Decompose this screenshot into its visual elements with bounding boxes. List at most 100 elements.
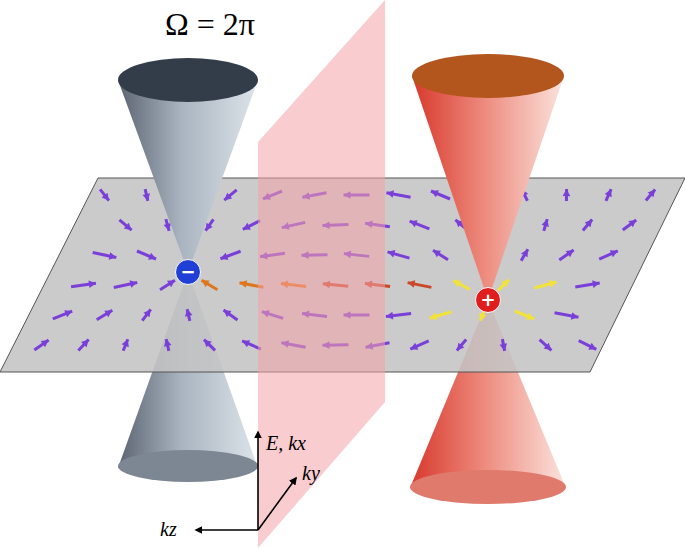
chirality-sign: + (480, 291, 495, 309)
field-arrow (579, 341, 597, 350)
field-arrow (623, 220, 636, 230)
field-arrow (646, 189, 655, 200)
field-arrow (540, 340, 552, 351)
field-arrow (453, 280, 470, 289)
field-arrowhead (204, 340, 212, 348)
field-arrow (34, 340, 48, 350)
field-arrowhead (585, 219, 592, 227)
field-arrow (160, 280, 175, 290)
field-arrowhead (242, 340, 250, 347)
field-arrowhead (81, 340, 89, 348)
field-arrowhead (563, 189, 571, 196)
field-arrow (498, 280, 509, 291)
field-arrow (78, 340, 88, 351)
field-arrowhead (202, 280, 210, 287)
field-arrowhead (224, 193, 232, 200)
field-arrowhead (148, 253, 156, 260)
field-arrow (515, 311, 534, 319)
field-arrow (224, 190, 236, 200)
field-arrowhead (224, 310, 232, 317)
field-arrow (53, 311, 72, 319)
field-arrow (142, 309, 150, 320)
field-arrowhead (453, 280, 461, 287)
field-arrowhead (410, 343, 418, 350)
field-arrowhead (610, 250, 618, 257)
field-arrowhead (243, 223, 251, 230)
field-arrowhead (526, 313, 534, 320)
field-arrowhead (143, 309, 150, 317)
field-arrowhead (164, 339, 171, 347)
field-arrowhead (408, 280, 416, 288)
field-arrowhead (500, 343, 508, 351)
field-arrowhead (566, 250, 574, 257)
field-arrowhead (130, 280, 138, 287)
field-arrowhead (122, 339, 129, 347)
flux-label: Ω = 2π (165, 6, 255, 43)
field-arrowhead (521, 249, 528, 257)
field-arrowhead (479, 313, 486, 321)
field-arrowhead (431, 190, 439, 197)
field-arrow (224, 310, 238, 320)
field-arrowhead (386, 312, 393, 320)
field-arrowhead (64, 310, 72, 317)
upper-cone (118, 80, 258, 272)
cone-top (412, 54, 564, 98)
field-arrowhead (457, 343, 464, 351)
field-arrowhead (41, 340, 49, 347)
field-arrowhead (592, 280, 600, 288)
flux-plane (258, 0, 385, 548)
field-arrow (599, 251, 618, 259)
field-arrowhead (388, 250, 396, 257)
field-arrowhead (588, 343, 596, 350)
axis-label: E, kx (266, 432, 306, 455)
field-arrowhead (124, 223, 132, 230)
cone-base (118, 450, 258, 482)
field-arrowhead (542, 219, 549, 227)
field-arrowhead (164, 223, 171, 231)
field-arrow (137, 251, 156, 259)
weyl-point: − (175, 259, 201, 285)
field-arrow (431, 191, 450, 199)
chirality-sign: − (180, 263, 195, 281)
field-arrowhead (501, 280, 509, 288)
field-arrowhead (433, 250, 441, 257)
axis-label: kz (160, 518, 177, 541)
field-arrowhead (410, 220, 418, 227)
field-arrowhead (185, 309, 192, 317)
field-arrow (119, 220, 131, 230)
cone-base (410, 470, 566, 504)
field-arrowhead (88, 280, 95, 288)
field-arrow (206, 219, 214, 230)
field-arrow (583, 219, 592, 230)
field-arrowhead (628, 220, 636, 227)
field-arrow (97, 310, 113, 319)
field-arrow (243, 221, 260, 230)
field-arrow (202, 280, 218, 289)
field-arrow (204, 340, 215, 351)
field-arrowhead (430, 313, 438, 320)
field-arrowhead (109, 252, 117, 260)
field-arrowhead (167, 280, 175, 287)
field-arrow (559, 250, 573, 260)
weyl-point: + (475, 287, 501, 313)
field-arrowhead (605, 189, 612, 197)
field-arrowhead (240, 280, 248, 288)
field-arrow (433, 250, 448, 260)
field-arrowhead (206, 223, 213, 231)
field-arrowhead (549, 280, 557, 287)
field-arrowhead (386, 190, 394, 198)
field-arrowhead (544, 343, 552, 351)
field-arrow (410, 341, 428, 349)
cone-top (118, 58, 258, 102)
field-arrowhead (220, 253, 228, 260)
axis-label: ky (302, 462, 320, 485)
upper-cone (412, 76, 564, 300)
field-arrowhead (143, 193, 150, 201)
field-arrowhead (102, 193, 109, 201)
field-arrow (521, 249, 528, 260)
field-arrowhead (648, 189, 655, 197)
field-arrow (457, 339, 466, 350)
field-arrowhead (571, 312, 579, 320)
